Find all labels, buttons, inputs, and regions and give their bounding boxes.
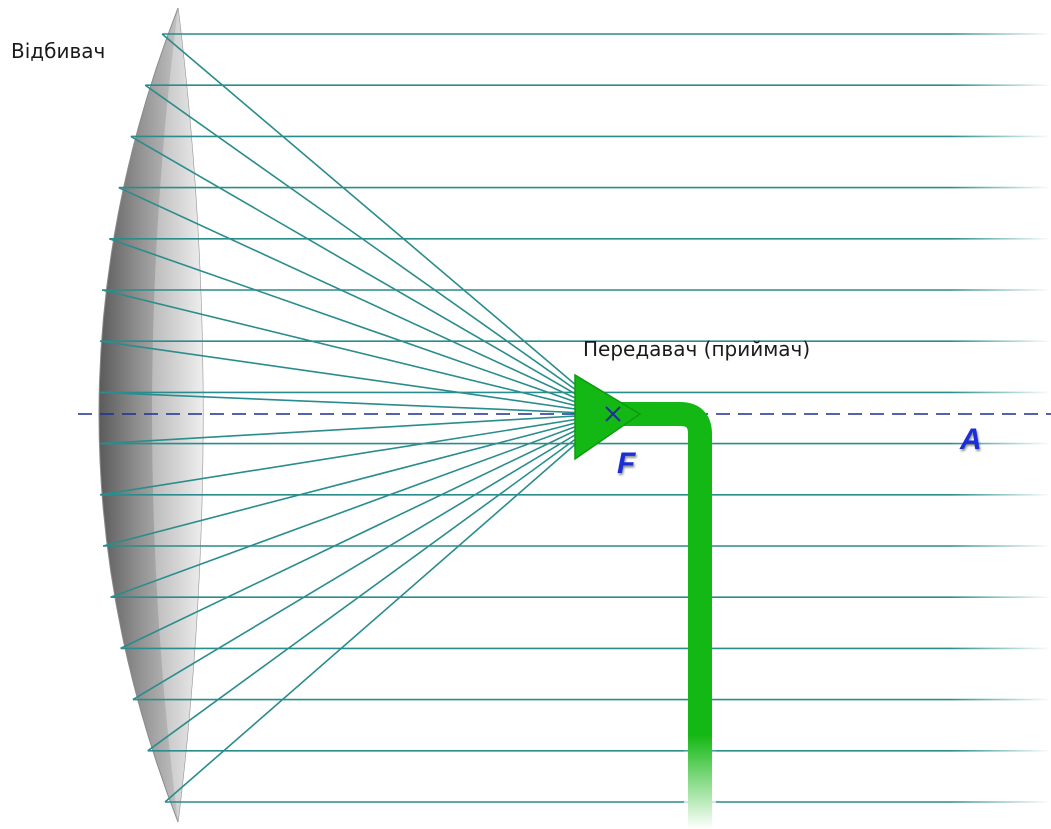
converging-ray-5 xyxy=(109,238,611,415)
converging-ray-1 xyxy=(161,33,611,415)
focus-label: F xyxy=(617,447,636,480)
reflector-face xyxy=(152,8,203,822)
converging-ray-15 xyxy=(147,413,611,752)
feed-pipe xyxy=(612,402,712,829)
converging-ray-6 xyxy=(101,289,611,415)
converging-ray-9 xyxy=(99,413,611,445)
converging-ray-12 xyxy=(110,413,611,598)
converging-ray-4 xyxy=(118,186,611,415)
emitter-label: Передавач (приймач) xyxy=(583,337,811,361)
converging-ray-16 xyxy=(164,413,611,803)
converging-ray-10 xyxy=(99,413,611,496)
pipe-bottom-fade xyxy=(684,735,716,829)
converging-ray-3 xyxy=(130,135,611,415)
focus-marker xyxy=(605,406,621,422)
axis-label: A xyxy=(960,423,982,456)
emitter-feed xyxy=(574,373,712,829)
emitter-horn xyxy=(574,373,642,461)
converging-ray-2 xyxy=(144,84,611,415)
reflector-dish xyxy=(98,7,204,823)
converging-ray-8 xyxy=(99,391,611,415)
converging-ray-11 xyxy=(102,413,611,547)
reflector-label: Відбивач xyxy=(11,39,106,63)
converging-ray-13 xyxy=(120,413,611,650)
converging-ray-14 xyxy=(132,413,611,701)
converging-ray-7 xyxy=(99,340,611,415)
